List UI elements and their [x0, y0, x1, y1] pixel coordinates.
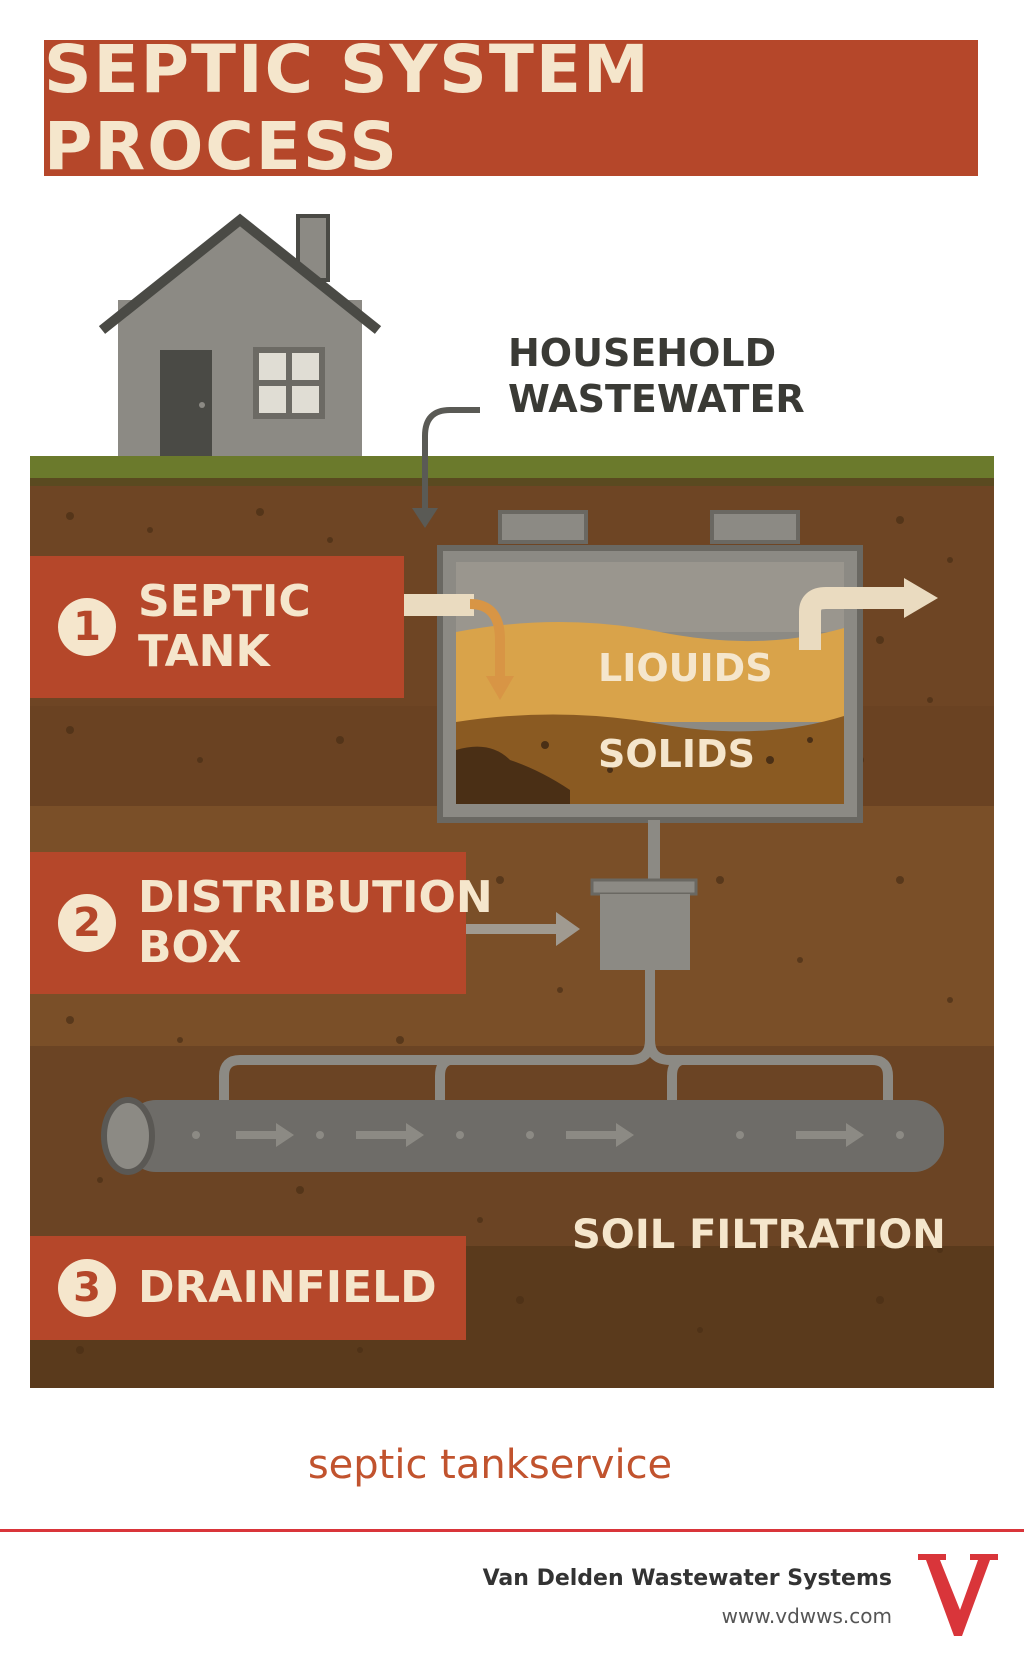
drain-pipe-opening — [101, 1097, 155, 1175]
tank-lid-left — [498, 510, 588, 544]
house-roof-outline — [98, 213, 382, 334]
distribution-box — [600, 894, 690, 970]
keyword-text: septic tankservice — [307, 1442, 673, 1488]
step-1-line-1: SEPTIC — [138, 576, 311, 627]
house-door-knob — [199, 402, 205, 408]
tank-air-space — [456, 562, 844, 632]
house-roof-fill — [118, 224, 362, 320]
tank-lid-right — [710, 510, 800, 544]
tank-outlet-pipe — [648, 820, 660, 884]
step-1-line-2: TANK — [138, 626, 270, 677]
title-banner: SEPTIC SYSTEM PROCESS — [44, 31, 978, 185]
step-1-label: SEPTIC TANK — [138, 577, 311, 677]
step-1-banner: 1 SEPTIC TANK — [30, 556, 404, 698]
solids-label: SOLIDS — [598, 732, 755, 776]
step-3-banner: 3 DRAINFIELD — [30, 1236, 466, 1340]
step-3-line-1: DRAINFIELD — [138, 1262, 437, 1313]
drain-manifold — [219, 970, 893, 1100]
household-wastewater-label: HOUSEHOLD WASTEWATER — [508, 330, 805, 422]
logo-v-mark — [918, 1554, 998, 1636]
step-3-label: DRAINFIELD — [138, 1263, 437, 1313]
septic-tank — [437, 510, 863, 823]
step-2-number: 2 — [58, 894, 116, 952]
step-2-line-2: BOX — [138, 922, 242, 973]
distribution-box-lid — [590, 878, 698, 896]
company-logo — [918, 1554, 998, 1636]
step-1-number: 1 — [58, 598, 116, 656]
outlet-flow-arrow — [799, 587, 908, 650]
tank-liquids-layer — [456, 622, 844, 722]
household-label-line-2: WASTEWATER — [508, 377, 805, 421]
step-2-label: DISTRIBUTION BOX — [138, 873, 493, 973]
drain-pipe-dots — [192, 1131, 904, 1139]
tank-sludge — [456, 746, 570, 804]
step-2-line-1: DISTRIBUTION — [138, 872, 493, 923]
soil-filtration-label: SOIL FILTRATION — [572, 1212, 946, 1258]
step-3-number: 3 — [58, 1259, 116, 1317]
page-title: SEPTIC SYSTEM PROCESS — [44, 31, 651, 185]
household-label-line-1: HOUSEHOLD — [508, 331, 777, 375]
grass-strip — [30, 456, 994, 478]
liquids-label: LIOUIDS — [598, 646, 773, 690]
company-name: Van Delden Wastewater Systems — [482, 1566, 892, 1591]
grass-shadow — [30, 478, 994, 486]
company-website: www.vdwws.com — [721, 1604, 892, 1628]
drain-pipe — [126, 1100, 944, 1172]
inlet-flow-arrow — [469, 599, 505, 680]
inflow-arrow — [422, 407, 480, 510]
distribution-arrow-shaft — [466, 924, 562, 934]
house-body — [118, 300, 362, 456]
step-2-banner: 2 DISTRIBUTION BOX — [30, 852, 493, 994]
distribution-arrow-head — [556, 912, 580, 946]
footer-divider — [0, 1529, 1024, 1532]
drain-flow-arrows — [236, 1123, 864, 1147]
house-illustration — [98, 213, 382, 456]
